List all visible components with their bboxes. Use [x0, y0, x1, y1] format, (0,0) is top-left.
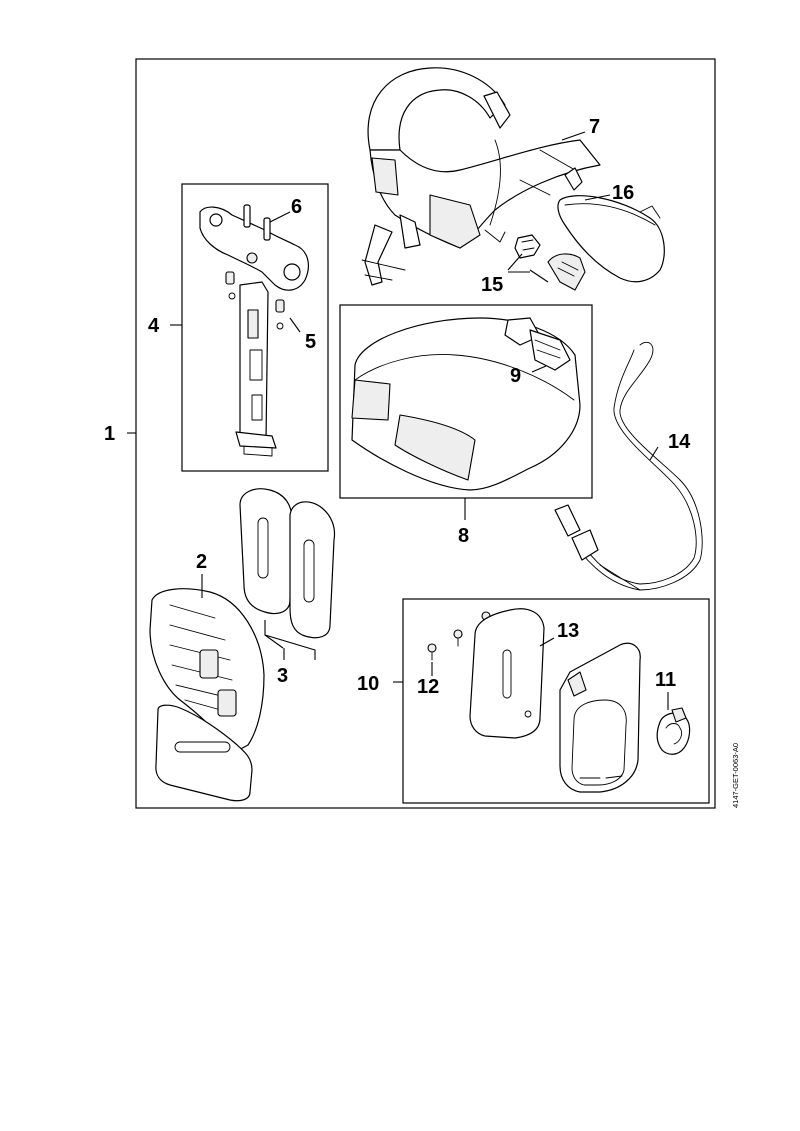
label-10: 10 [357, 673, 379, 695]
hip-belt-drawing [351, 317, 581, 491]
hip-pad-drawing [469, 608, 545, 739]
label-11: 11 [655, 669, 676, 691]
hip-pad-frame-drawing [559, 642, 641, 793]
clip-drawing [656, 707, 691, 755]
back-pads-drawing [239, 488, 336, 639]
back-plate-drawing [149, 588, 265, 802]
label-14: 14 [668, 431, 691, 453]
hip-belt-frame [339, 304, 593, 499]
label-7: 7 [589, 116, 600, 138]
back-pads-bracket [264, 620, 316, 660]
shoulder-strap-drawing [361, 67, 601, 286]
label-16: 16 [612, 182, 634, 204]
document-code: 4147-GET-0063-A0 [731, 743, 740, 808]
buckle-set-drawing [514, 234, 586, 291]
adjuster-kit-drawing [199, 204, 309, 457]
label-5: 5 [305, 331, 316, 353]
label-2: 2 [196, 551, 207, 573]
label-13: 13 [557, 620, 579, 642]
label-8: 8 [458, 525, 469, 547]
label-12: 12 [417, 676, 439, 698]
leader-lines [127, 131, 669, 710]
shoulder-pad-drawing [557, 195, 665, 283]
adjuster-kit-frame [181, 183, 329, 472]
label-3: 3 [277, 665, 288, 687]
label-4: 4 [148, 315, 160, 337]
leg-strap-drawing [554, 341, 703, 591]
label-9: 9 [510, 365, 521, 387]
label-1: 1 [104, 423, 115, 445]
label-6: 6 [291, 196, 302, 218]
label-15: 15 [481, 274, 503, 296]
hip-pad-kit-frame [402, 598, 710, 804]
